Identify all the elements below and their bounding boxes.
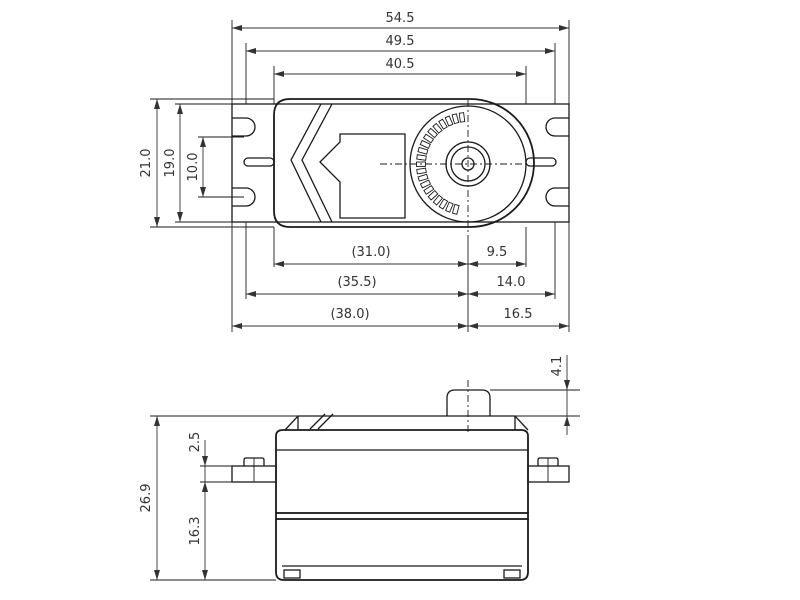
left-mounting-tab	[232, 117, 275, 207]
dim-shaft-to-case-end: 9.5	[468, 245, 526, 267]
dim-left-to-shaft: (31.0)	[274, 245, 468, 267]
case-upper-body	[275, 429, 529, 450]
output-shaft	[446, 389, 491, 416]
label-base-to-tab: 16.3	[188, 517, 203, 546]
case-lower-body	[275, 519, 529, 581]
dim-shaft-to-right-hole: 14.0	[468, 275, 555, 297]
dim-case-length: 40.5	[274, 57, 526, 77]
dim-mount-hole-spacing: 49.5	[246, 34, 555, 54]
side-extension-lines	[150, 389, 580, 581]
label-shaft-to-tab-end: 16.5	[504, 307, 533, 322]
dim-tab-slot-spacing: 10.0	[186, 137, 206, 197]
spline-tooth	[445, 201, 454, 213]
spline-tooth	[417, 173, 429, 182]
spline-tooth	[419, 139, 431, 149]
label-shaft-to-right-hole: 14.0	[497, 275, 526, 290]
label-tab-width: 19.0	[163, 149, 178, 178]
top-extension-lines	[150, 20, 570, 332]
dim-left-hole-to-shaft: (35.5)	[246, 275, 468, 297]
label-window	[319, 133, 406, 219]
spline-tooth	[419, 179, 432, 189]
label-overall-length: 54.5	[386, 11, 415, 26]
spline-tooth	[423, 184, 435, 195]
label-shaft-to-case-end: 9.5	[487, 245, 508, 260]
spline-tooth	[458, 112, 466, 123]
dim-shaft-to-tab-end: 16.5	[468, 307, 569, 329]
label-tab-thickness: 2.5	[188, 432, 203, 453]
case-outline	[273, 98, 535, 228]
spline-tooth	[451, 203, 460, 215]
top-view: 54.5 49.5 40.5 (31.0) 9.5	[139, 11, 570, 332]
spline-tooth	[432, 194, 444, 206]
label-left-hole-to-shaft: (35.5)	[337, 275, 376, 290]
spline-tooth	[438, 118, 448, 130]
spline-teeth	[416, 112, 466, 215]
label-mount-hole-spacing: 49.5	[386, 34, 415, 49]
spline-tooth	[416, 154, 427, 161]
label-case-width: 21.0	[139, 149, 154, 178]
chevron-marks	[290, 103, 333, 223]
spline-tooth	[444, 115, 454, 127]
spline-tooth	[416, 167, 427, 175]
label-tab-end-to-shaft: (38.0)	[330, 307, 369, 322]
spline-tooth	[427, 190, 439, 201]
side-right-tab	[527, 457, 570, 483]
label-case-length: 40.5	[386, 57, 415, 72]
mounting-tab-plate	[231, 103, 570, 223]
spline-tooth	[451, 113, 460, 125]
case-top-lid	[284, 415, 529, 431]
spline-tooth	[417, 146, 429, 155]
dim-tab-end-to-shaft: (38.0)	[232, 307, 468, 329]
label-output-shaft-height: 4.1	[550, 356, 565, 377]
dim-base-to-tab: 16.3	[188, 482, 208, 580]
case-middle-band	[275, 512, 529, 520]
spline-tooth	[422, 133, 435, 144]
label-tab-slot-spacing: 10.0	[186, 153, 201, 182]
dim-overall-height: 26.9	[139, 416, 160, 580]
right-mounting-tab	[525, 117, 569, 207]
spline-tooth	[427, 127, 439, 139]
side-left-tab	[231, 457, 277, 483]
dim-output-shaft-height: 4.1	[550, 355, 570, 435]
side-view: 26.9 2.5 16.3 4.1	[139, 355, 580, 581]
dim-case-width: 21.0	[139, 99, 160, 227]
dim-tab-width: 19.0	[163, 104, 183, 222]
dim-overall-length: 54.5	[232, 11, 569, 31]
label-left-to-shaft: (31.0)	[351, 245, 390, 260]
label-overall-height: 26.9	[139, 484, 154, 513]
spline-tooth	[432, 122, 443, 134]
spline-tooth	[438, 198, 449, 210]
